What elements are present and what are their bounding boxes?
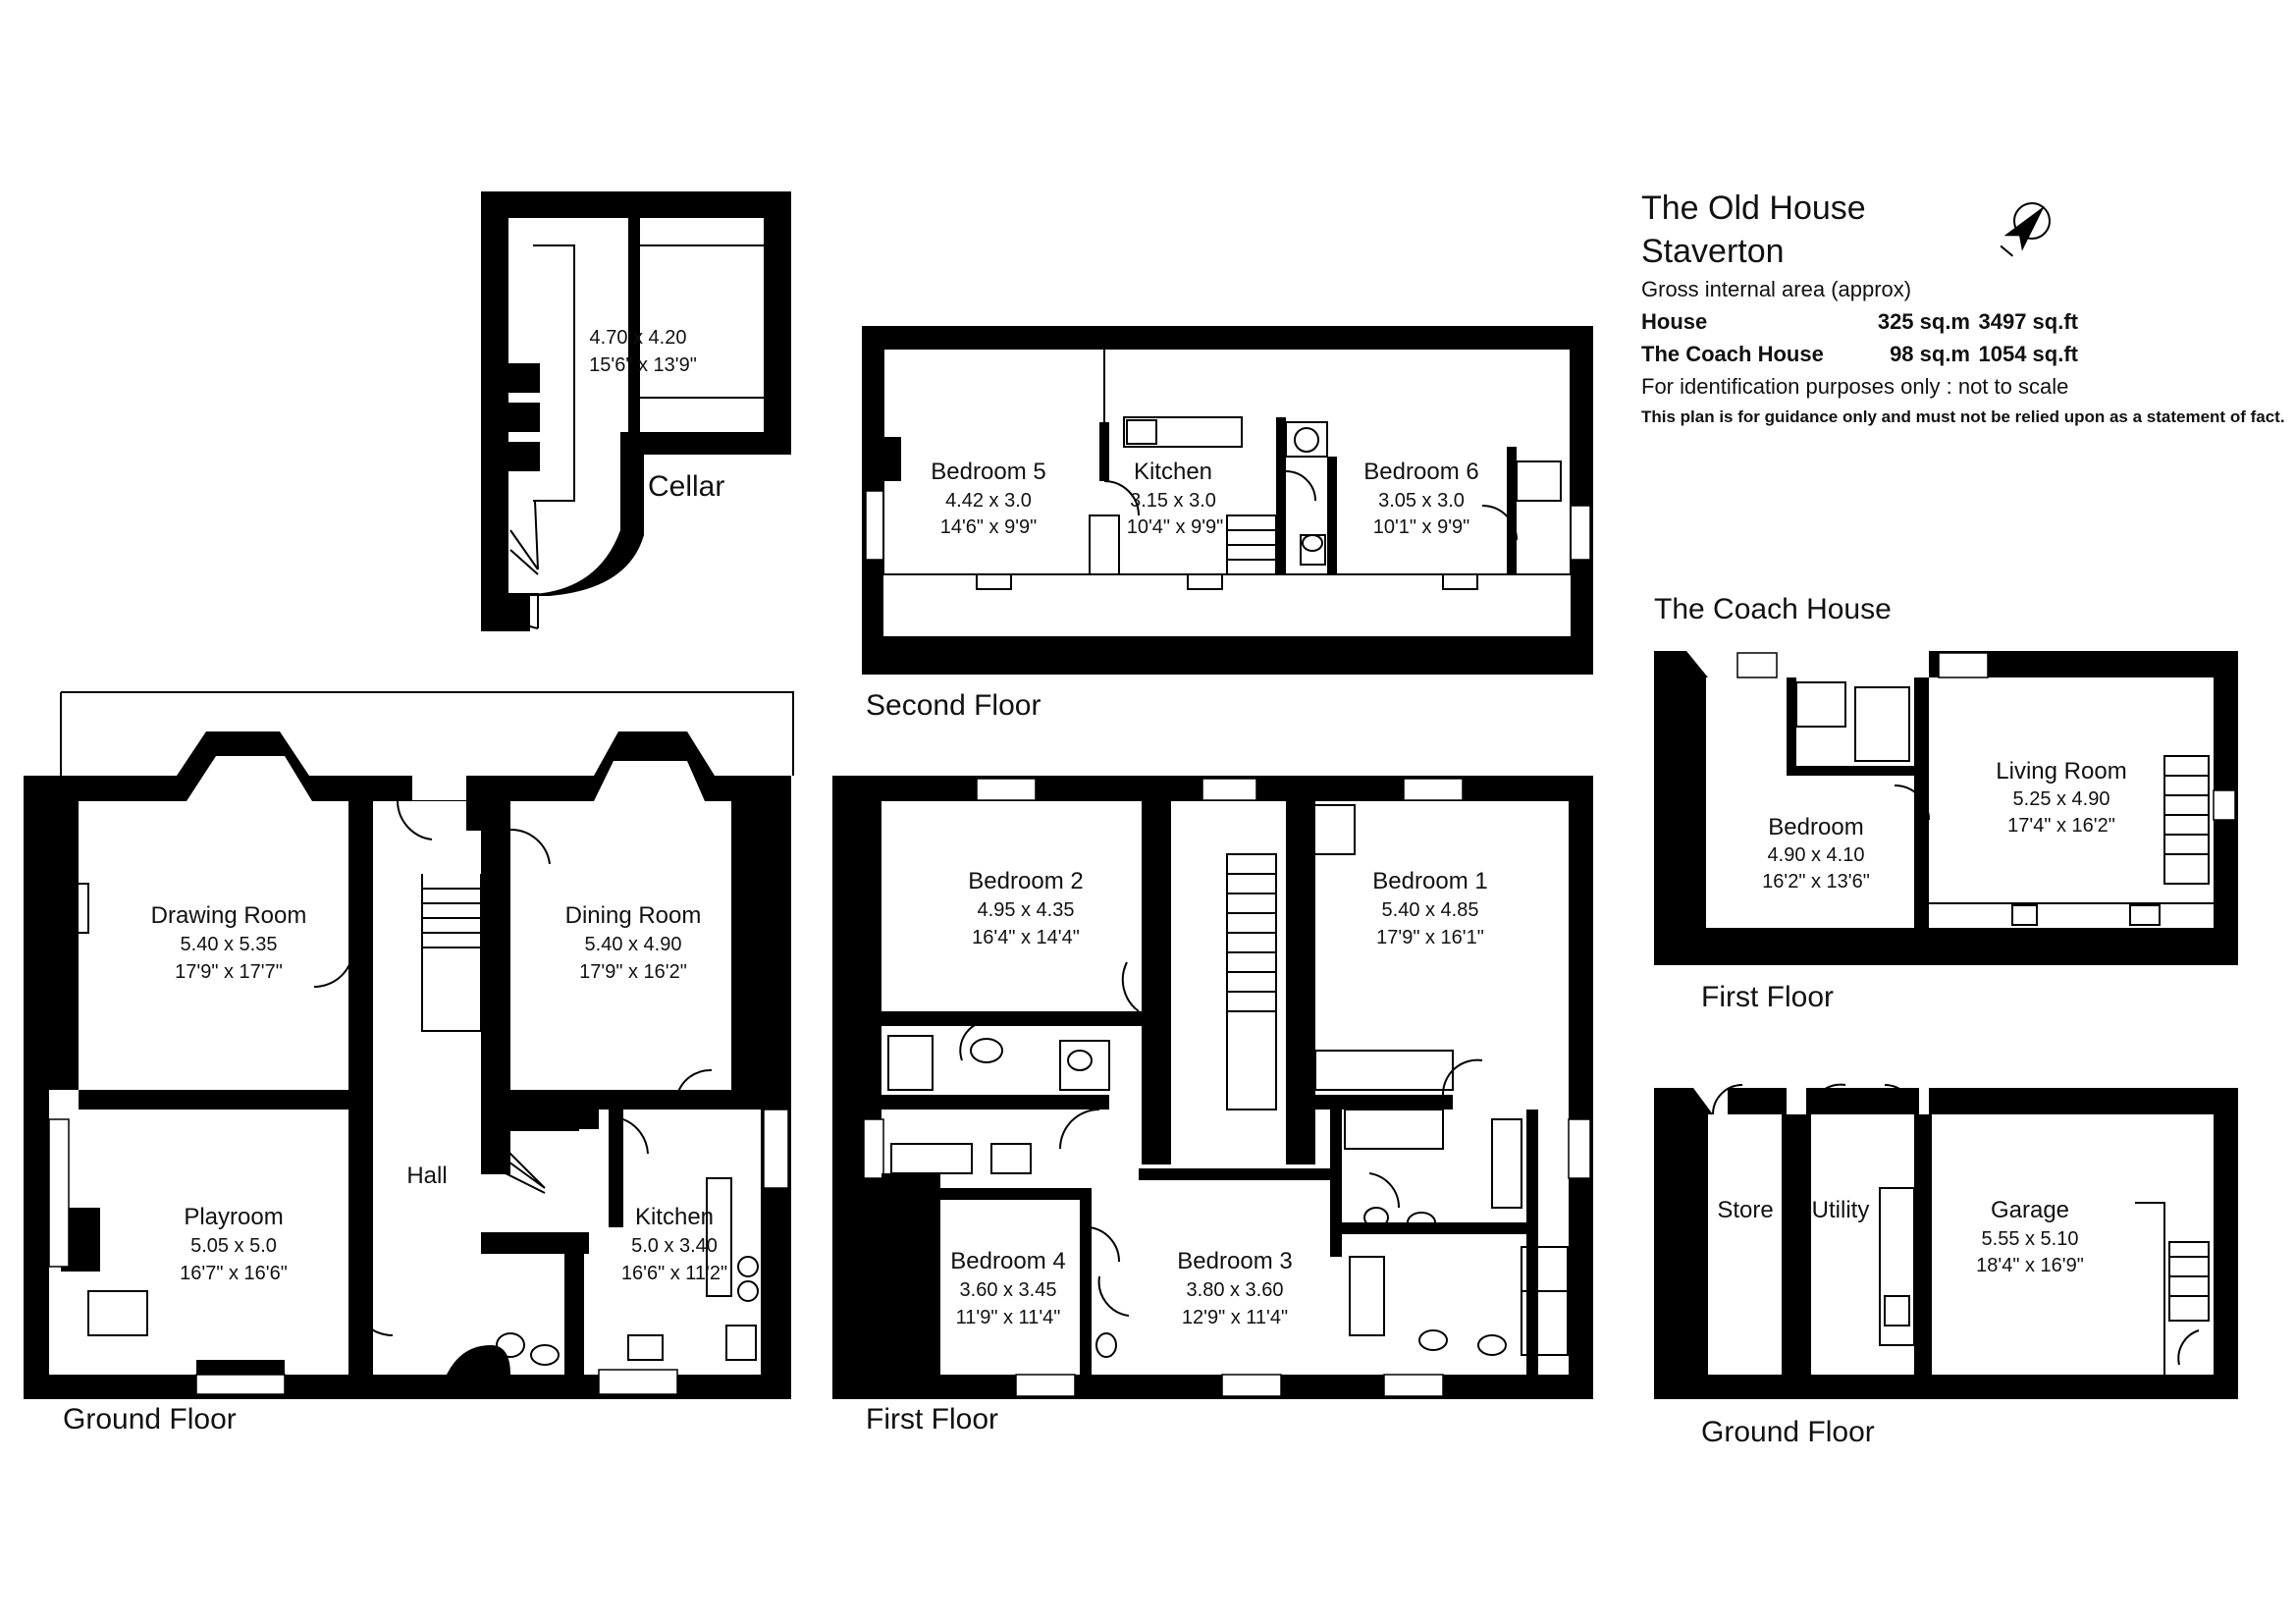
coach-area-sqm: 98 sq.m xyxy=(1890,342,1970,366)
drawing-dim2: 17'9" x 17'7" xyxy=(175,961,283,983)
house-area-row: House 325 sq.m 3497 sq.ft xyxy=(1641,305,2289,338)
playroom-dim2: 16'7" x 16'6" xyxy=(180,1263,288,1284)
cellar-dim-metric: 4.70 x 4.20 xyxy=(590,327,687,349)
dining-dim1: 5.40 x 4.90 xyxy=(585,934,682,955)
info-block: The Old House Staverton Gross internal a… xyxy=(1641,187,2289,432)
bed5-name: Bedroom 5 xyxy=(931,459,1045,485)
kitchen-name: Kitchen xyxy=(635,1204,714,1230)
coach-area-sqft: 1054 sq.ft xyxy=(1978,342,2079,366)
living-dim2: 17'4" x 16'2" xyxy=(2007,815,2115,837)
kitchen-dim1: 5.0 x 3.40 xyxy=(631,1235,718,1257)
second-floor-label: Second Floor xyxy=(866,689,1041,722)
coach-bed-name: Bedroom xyxy=(1768,814,1863,840)
hall-name: Hall xyxy=(406,1163,447,1189)
bed3-dim2: 12'9" x 11'4" xyxy=(1182,1307,1288,1328)
bed3-dim1: 3.80 x 3.60 xyxy=(1187,1279,1284,1301)
property-location: Staverton xyxy=(1641,233,1785,270)
coach-area-row: The Coach House 98 sq.m 1054 sq.ft xyxy=(1641,338,2289,370)
bed5-dim1: 4.42 x 3.0 xyxy=(945,490,1032,512)
gross-area-heading: Gross internal area (approx) xyxy=(1641,277,1912,301)
utility-name: Utility xyxy=(1812,1197,1870,1223)
coach-bed-dim2: 16'2" x 13'6" xyxy=(1762,871,1870,893)
living-dim1: 5.25 x 4.90 xyxy=(2013,788,2110,810)
cellar-label: Cellar xyxy=(648,470,724,503)
dining-dim2: 17'9" x 16'2" xyxy=(579,961,687,983)
bed4-name: Bedroom 4 xyxy=(950,1248,1065,1274)
garage-name: Garage xyxy=(1991,1197,2069,1223)
bed5-dim2: 14'6" x 9'9" xyxy=(940,516,1038,538)
drawing-dim1: 5.40 x 5.35 xyxy=(181,934,278,955)
house-area-sqft: 3497 sq.ft xyxy=(1978,309,2079,334)
ground-floor-plan xyxy=(24,691,794,1399)
bed1-name: Bedroom 1 xyxy=(1372,868,1487,894)
drawing-name: Drawing Room xyxy=(151,902,307,929)
garage-dim2: 18'4" x 16'9" xyxy=(1976,1255,2084,1276)
guidance-note: This plan is for guidance only and must … xyxy=(1641,407,2285,426)
coach-first-floor-label: First Floor xyxy=(1701,981,1834,1013)
living-name: Living Room xyxy=(1996,758,2126,785)
bed1-dim1: 5.40 x 4.85 xyxy=(1382,899,1479,921)
property-title: The Old House xyxy=(1641,189,1866,227)
coach-bed-dim1: 4.90 x 4.10 xyxy=(1768,844,1865,866)
coach-first-floor-plan xyxy=(1654,651,2238,965)
bed2-dim2: 16'4" x 14'4" xyxy=(972,927,1080,948)
bed4-dim1: 3.60 x 3.45 xyxy=(960,1279,1057,1301)
bed6-name: Bedroom 6 xyxy=(1363,459,1478,485)
kitchen-dim2: 16'6" x 11'2" xyxy=(621,1263,727,1284)
bed6-dim1: 3.05 x 3.0 xyxy=(1378,490,1465,512)
ground-floor-label: Ground Floor xyxy=(63,1403,237,1435)
cellar-dim-imperial: 15'6" x 13'9" xyxy=(589,354,697,376)
first-floor-label: First Floor xyxy=(866,1403,998,1435)
bed2-name: Bedroom 2 xyxy=(968,868,1083,894)
bed4-dim2: 11'9" x 11'4" xyxy=(956,1307,1061,1328)
bed3-name: Bedroom 3 xyxy=(1177,1248,1292,1274)
second-floor-plan xyxy=(862,326,1593,675)
coach-area-label: The Coach House xyxy=(1641,342,1824,366)
playroom-dim1: 5.05 x 5.0 xyxy=(190,1235,277,1257)
house-area-label: House xyxy=(1641,309,1708,334)
house-area-sqm: 325 sq.m xyxy=(1877,309,1970,334)
north-arrow-icon xyxy=(2000,202,2051,257)
kitchen2-name: Kitchen xyxy=(1134,459,1212,485)
coach-ground-floor-label: Ground Floor xyxy=(1701,1416,1875,1448)
store-name: Store xyxy=(1717,1197,1773,1223)
bed6-dim2: 10'1" x 9'9" xyxy=(1373,516,1470,538)
identification-note: For identification purposes only : not t… xyxy=(1641,374,2069,399)
kitchen2-dim2: 10'4" x 9'9" xyxy=(1127,516,1224,538)
first-floor-plan xyxy=(832,776,1593,1399)
cellar-plan xyxy=(481,191,791,631)
coach-house-title: The Coach House xyxy=(1654,593,1892,625)
coach-ground-floor-plan xyxy=(1654,1083,2238,1399)
labels: 4.70 x 4.20 15'6" x 13'9" Cellar Bedroom… xyxy=(63,327,2127,1448)
kitchen2-dim1: 3.15 x 3.0 xyxy=(1130,490,1216,512)
garage-dim1: 5.55 x 5.10 xyxy=(1982,1228,2079,1250)
bed1-dim2: 17'9" x 16'1" xyxy=(1376,927,1484,948)
bed2-dim1: 4.95 x 4.35 xyxy=(978,899,1075,921)
playroom-name: Playroom xyxy=(184,1204,283,1230)
dining-name: Dining Room xyxy=(565,902,702,929)
